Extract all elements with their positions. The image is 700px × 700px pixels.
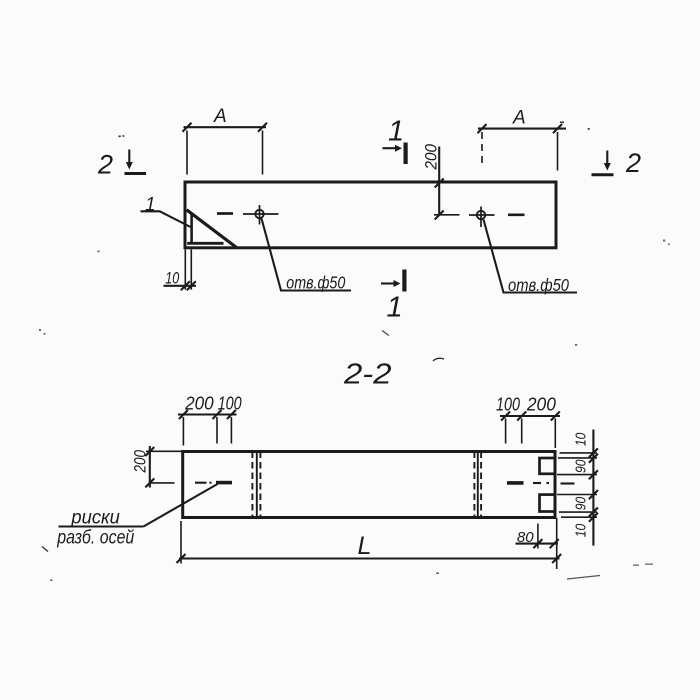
svg-text:200: 200 bbox=[422, 144, 441, 171]
svg-text:200: 200 bbox=[184, 394, 213, 414]
svg-text:A: A bbox=[213, 106, 227, 127]
svg-text:90: 90 bbox=[574, 497, 590, 511]
svg-text:2: 2 bbox=[97, 150, 113, 180]
svg-text:1: 1 bbox=[387, 292, 403, 324]
svg-text:90: 90 bbox=[574, 460, 590, 474]
svg-text:100: 100 bbox=[496, 395, 520, 415]
svg-text:2-2: 2-2 bbox=[343, 359, 392, 391]
svg-text:200: 200 bbox=[131, 450, 150, 474]
svg-text:отв.ф50: отв.ф50 bbox=[508, 275, 569, 295]
svg-text:отв.ф50: отв.ф50 bbox=[286, 273, 345, 293]
svg-text:2: 2 bbox=[625, 148, 641, 178]
svg-text:L: L bbox=[358, 532, 372, 560]
svg-text:10: 10 bbox=[574, 524, 590, 538]
svg-text:80: 80 bbox=[517, 529, 534, 546]
svg-text:200: 200 bbox=[526, 395, 556, 415]
svg-text:10: 10 bbox=[165, 269, 179, 288]
svg-text:1: 1 bbox=[388, 116, 404, 148]
svg-text:разб. осей: разб. осей bbox=[56, 528, 134, 549]
svg-text:100: 100 bbox=[218, 394, 242, 414]
svg-text:A: A bbox=[512, 108, 526, 129]
svg-text:1: 1 bbox=[145, 195, 156, 216]
svg-text:риски: риски bbox=[70, 508, 120, 529]
svg-text:10: 10 bbox=[574, 433, 590, 447]
